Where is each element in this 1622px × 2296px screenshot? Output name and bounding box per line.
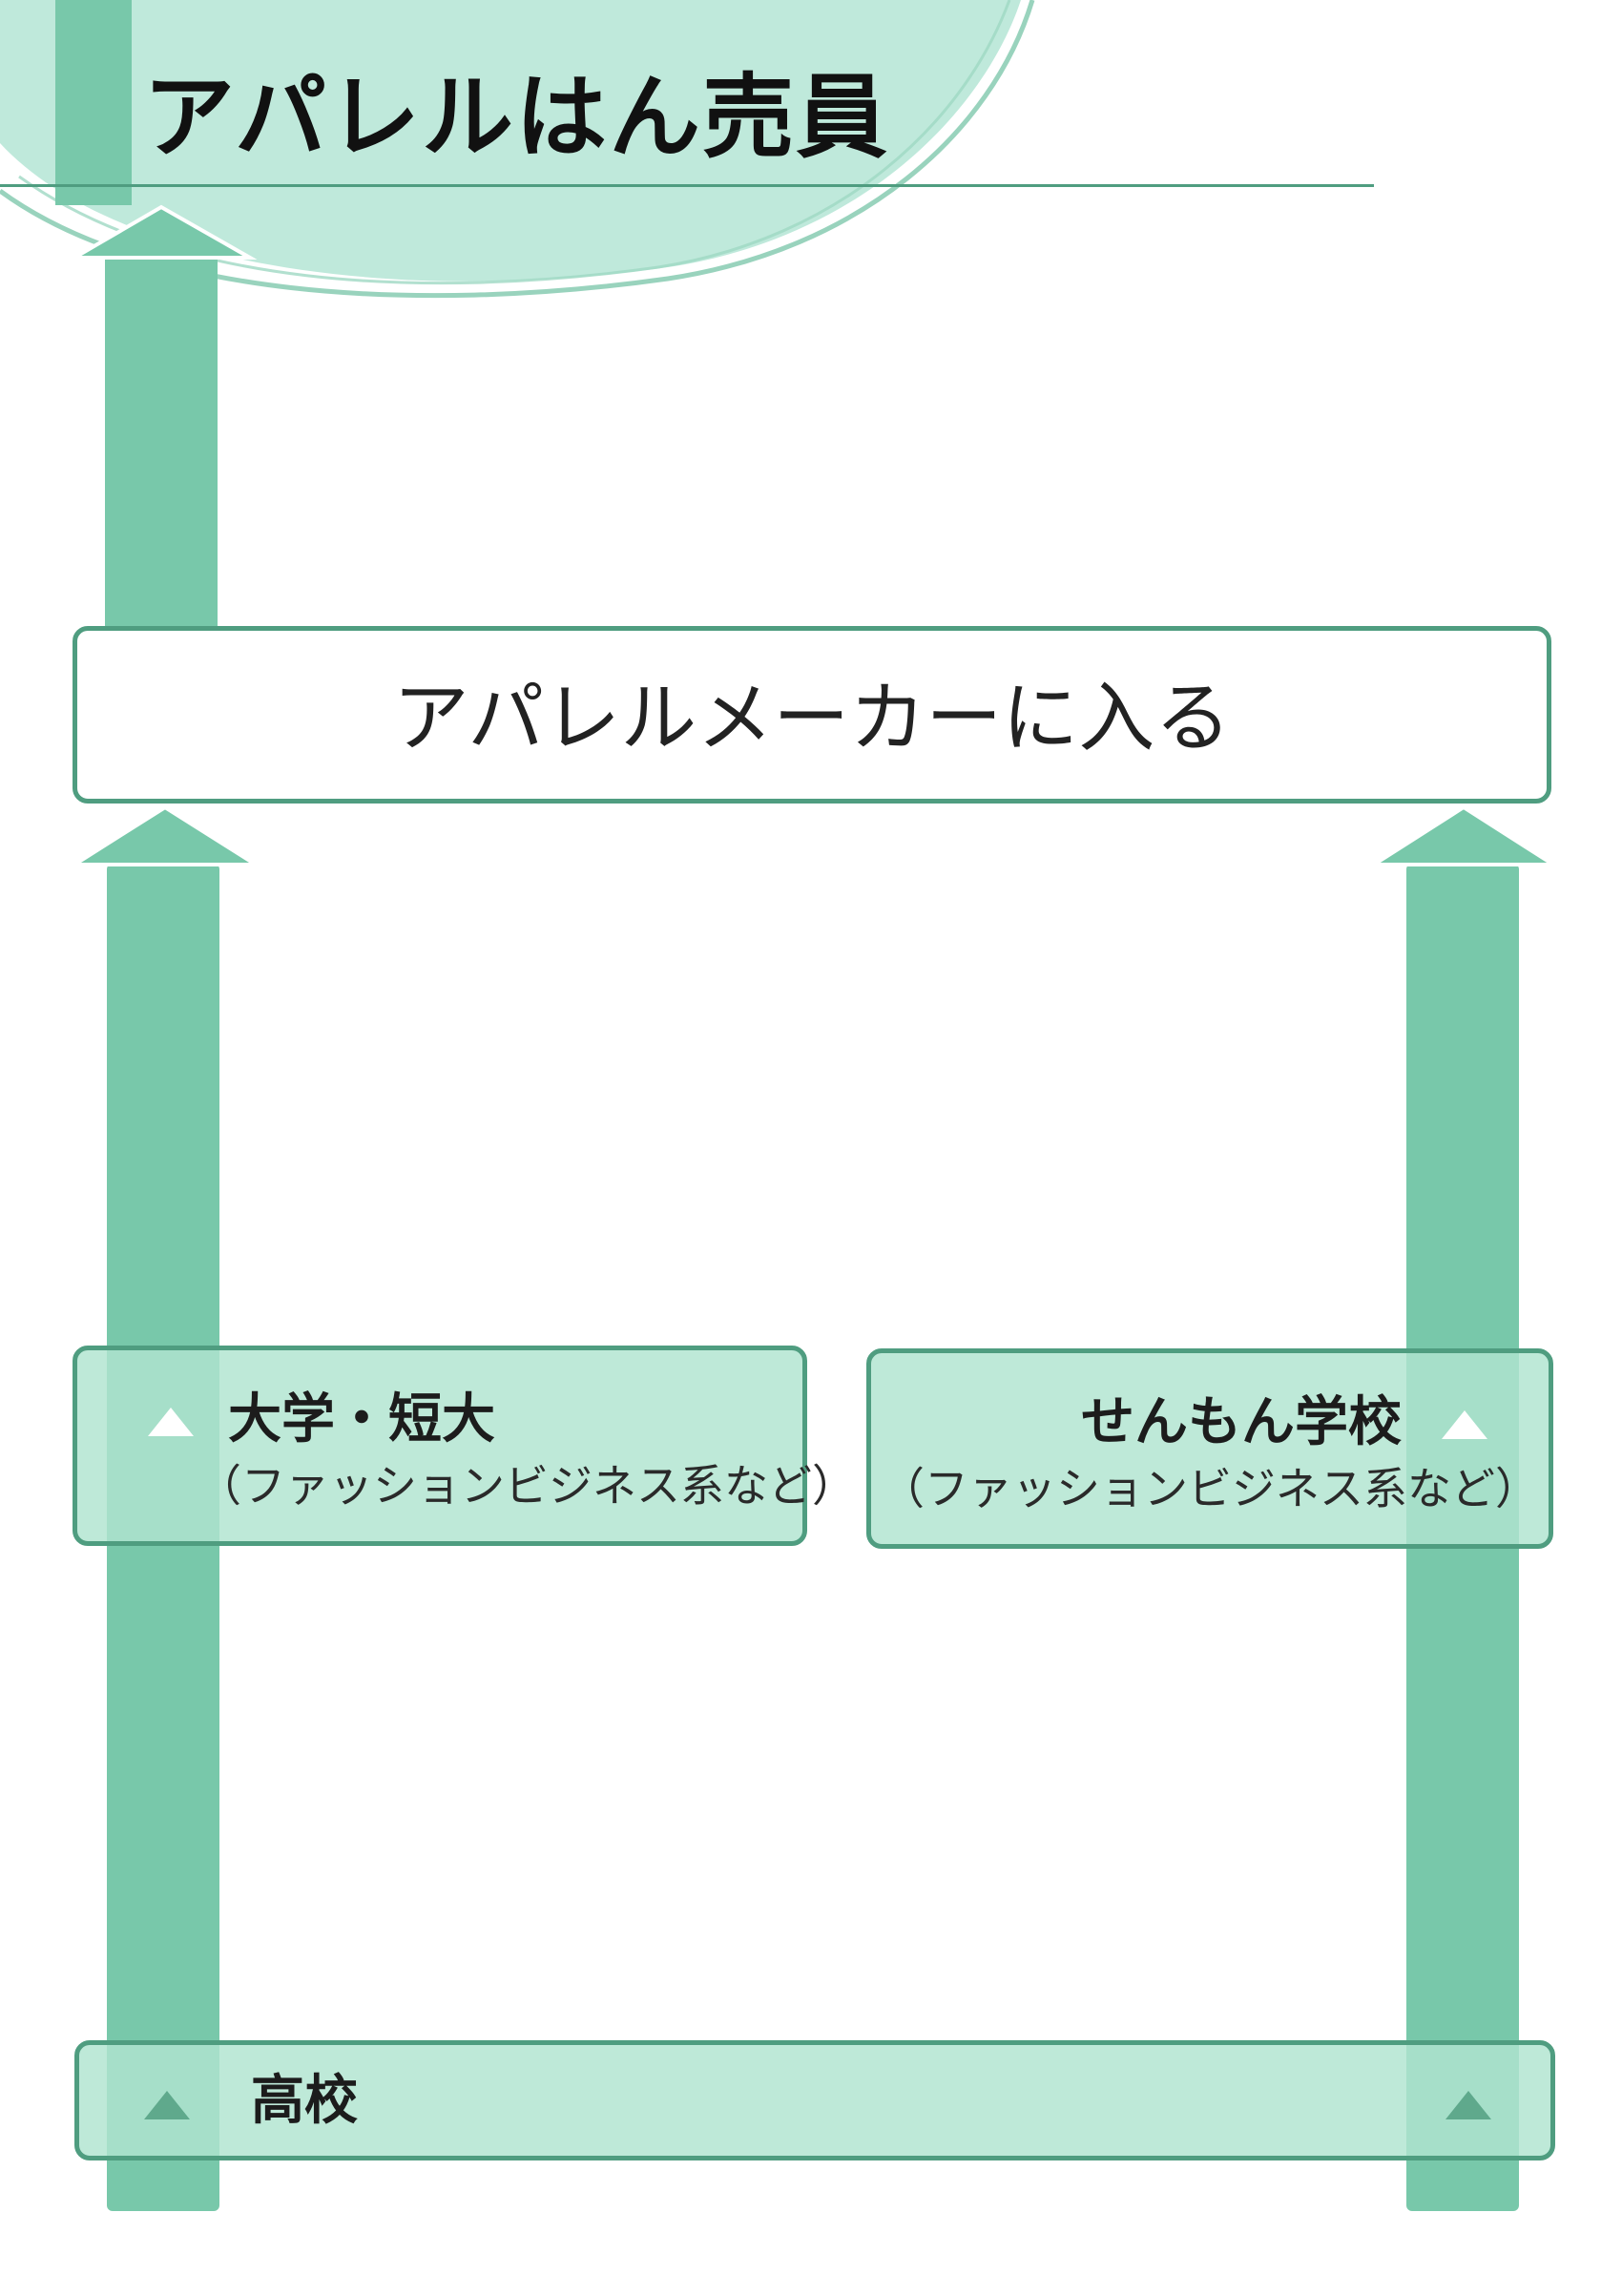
title-side-bar bbox=[55, 0, 132, 205]
university-name: 大学・短大 bbox=[228, 1388, 495, 1451]
arrow-up-icon bbox=[67, 204, 258, 630]
university-box: 大学・短大 （ファッションビジネス系など） bbox=[73, 1346, 856, 1546]
goal-box: アパレルメーカーに入る bbox=[73, 626, 1551, 804]
goal-label: アパレルメーカーに入る bbox=[392, 674, 1232, 762]
high-school-label: 高校 bbox=[251, 2070, 358, 2132]
triangle-up-icon bbox=[1442, 1410, 1487, 1439]
triangle-up-icon bbox=[148, 1408, 194, 1436]
high-school-box: 高校 bbox=[74, 2040, 1555, 2160]
university-note: （ファッションビジネス系など） bbox=[198, 1460, 856, 1512]
triangle-up-icon bbox=[144, 2091, 190, 2119]
header-circle bbox=[0, 0, 1021, 282]
vocational-school-note: （ファッションビジネス系など） bbox=[881, 1463, 1539, 1514]
triangle-up-icon bbox=[1445, 2091, 1491, 2119]
title-underline bbox=[0, 184, 1374, 187]
vocational-school-name: せんもん学校 bbox=[1081, 1391, 1402, 1453]
vocational-school-box: せんもん学校 （ファッションビジネス系など） bbox=[866, 1348, 1553, 1549]
page-title: アパレルはん売員 bbox=[143, 63, 890, 171]
